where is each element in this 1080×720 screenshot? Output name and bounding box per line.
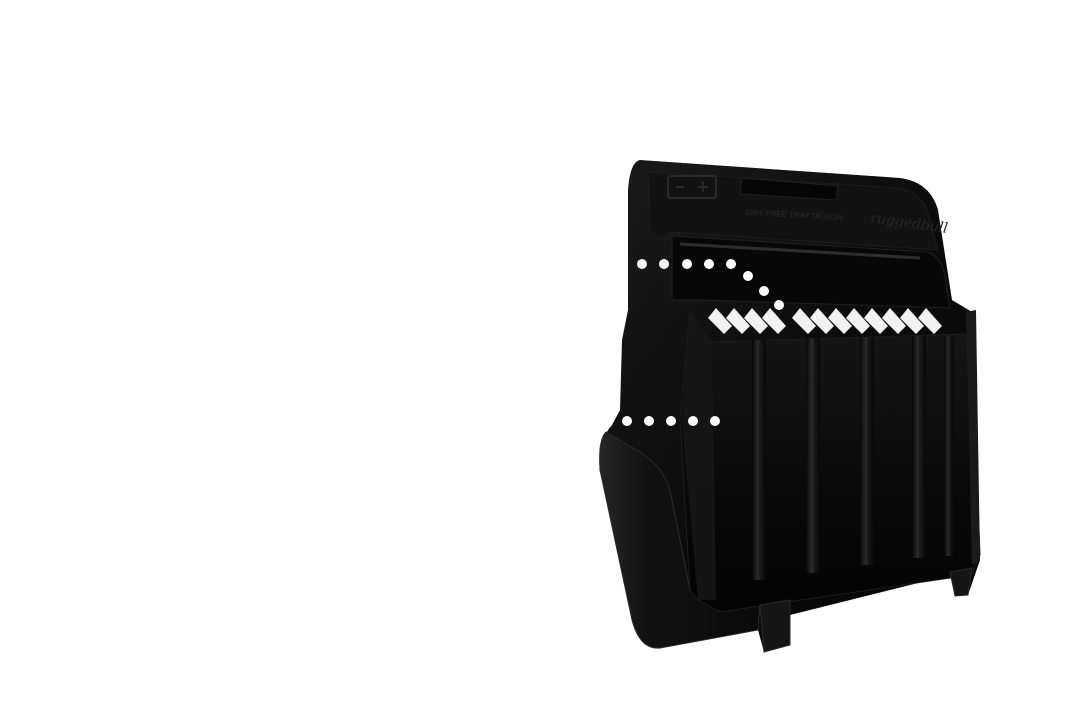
front-face <box>679 308 981 613</box>
hotspot-trail-lower <box>622 416 720 426</box>
hotspot-trail-upper <box>637 259 784 310</box>
battery-icon <box>667 175 717 199</box>
handle-recess <box>739 177 839 201</box>
vertical-ribs <box>752 336 954 580</box>
side-flange <box>599 431 761 649</box>
vent-slots <box>708 308 942 334</box>
mount-tab-left <box>759 599 791 653</box>
tray-recess <box>671 235 951 309</box>
mount-tab-right <box>949 567 973 597</box>
right-side <box>966 310 980 565</box>
top-shelf <box>647 171 939 251</box>
